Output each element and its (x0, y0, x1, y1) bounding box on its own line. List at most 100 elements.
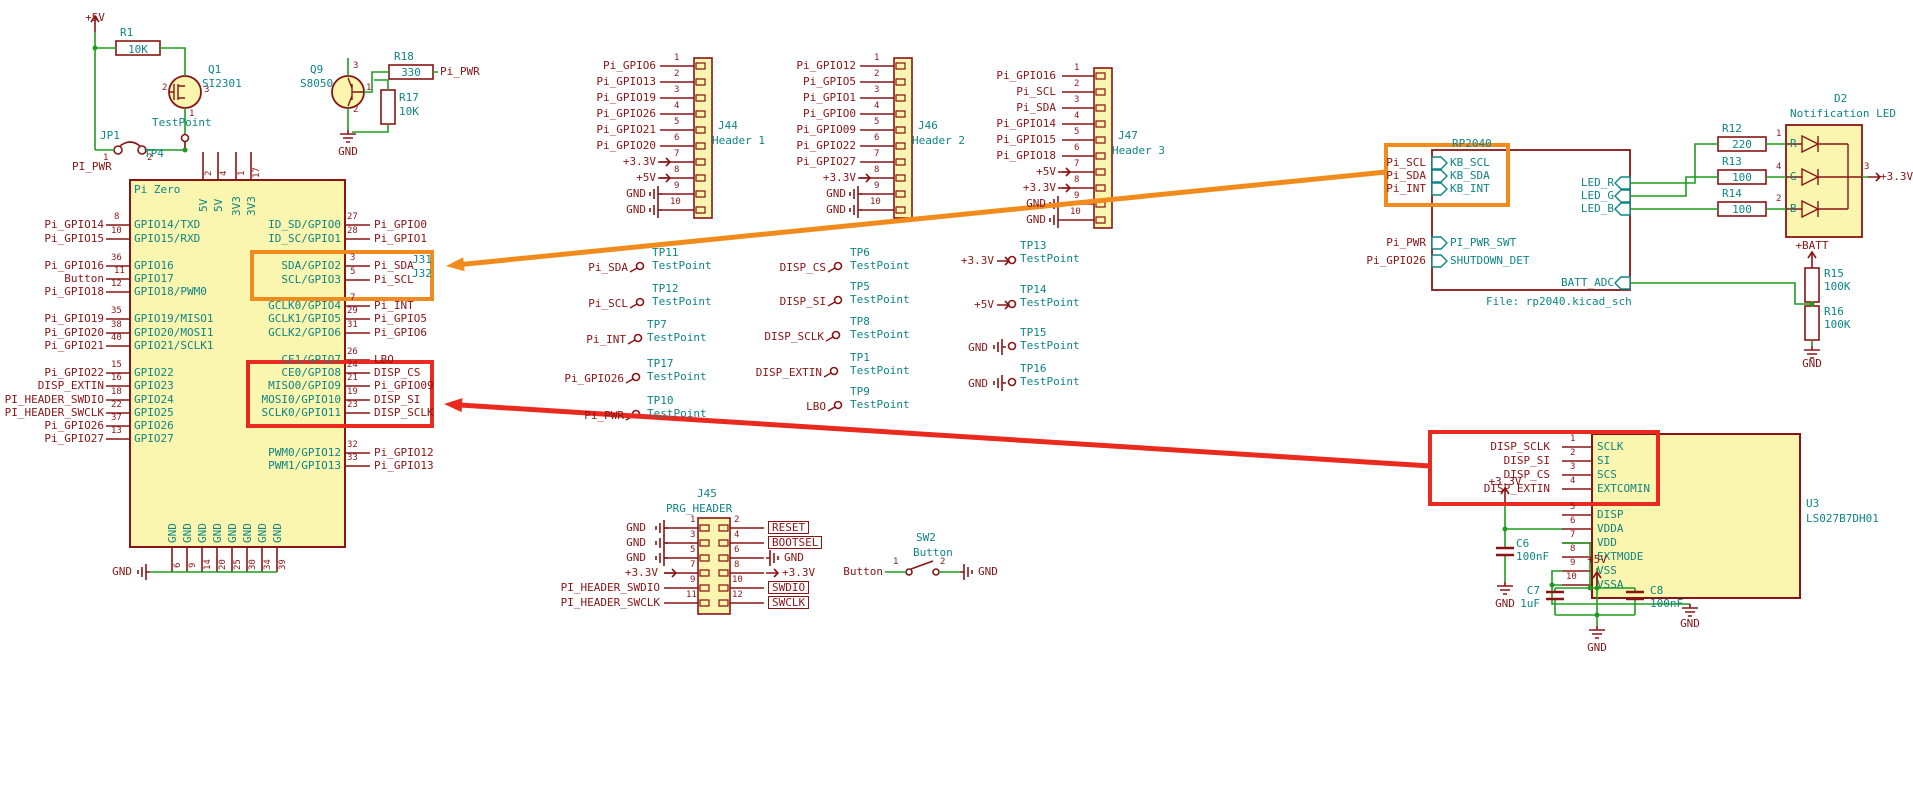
net-label: Pi_GPIO21 (596, 123, 656, 136)
pin-number: 4 (1570, 476, 1576, 486)
net-label: Pi_GPIO19 (596, 91, 656, 104)
net-label: Pi_SDA (374, 259, 414, 272)
pin-number: 7 (1570, 530, 1576, 540)
reference-designator: Header 3 (1112, 144, 1165, 157)
reference-designator: R1 (120, 26, 134, 39)
pin-number: 20 (218, 559, 228, 570)
pin-name: GPIO23 (134, 379, 174, 392)
net-label: Pi_GPIO15 (44, 232, 104, 245)
pin-number: 3 (1570, 462, 1576, 472)
net-label: PI_HEADER_SWCLK (560, 596, 660, 609)
net-label: Pi_GPIO16 (996, 69, 1056, 82)
pin-number: 9 (874, 181, 880, 191)
pin-name: GPIO18/PWM0 (134, 285, 207, 298)
pin-number: 5 (1074, 127, 1080, 137)
net-label: Pi_GPIO5 (803, 75, 856, 88)
pin-number: 2 (162, 83, 168, 93)
pin-name: 3V3 (245, 196, 258, 216)
u3-display-body (1591, 433, 1801, 599)
net-label: Pi_GPIO27 (44, 432, 104, 445)
pin-number: 3 (1864, 162, 1870, 172)
pin-number: 7 (874, 149, 880, 159)
net-label: PI_HEADER_SWDIO (560, 581, 660, 594)
net-label: Pi_GPIO09 (796, 123, 856, 136)
pin-number: 6 (874, 133, 880, 143)
reference-designator: J45 (697, 487, 717, 500)
power-label: +5V (636, 171, 656, 184)
pin-name: PWM0/GPIO12 (268, 446, 341, 459)
net-label: Pi_SCL (1016, 85, 1056, 98)
pin-number: 3 (674, 85, 680, 95)
pin-name: B (1790, 202, 1797, 215)
net-label: Pi_GPIO1 (374, 232, 427, 245)
pin-name: VSSA (1597, 578, 1624, 591)
pin-number: 40 (111, 333, 122, 343)
reference-designator: TP17 (647, 357, 674, 370)
pin-number: 7 (1074, 159, 1080, 169)
net-label: Pi_GPIO18 (44, 285, 104, 298)
reference-designator: TestPoint (152, 116, 212, 129)
pin-number: 8 (674, 165, 680, 175)
pin-name: GCLK2/GPIO6 (268, 326, 341, 339)
power-label: +3.3V (822, 171, 856, 184)
pin-number: 7 (690, 560, 696, 570)
pin-number: 8 (734, 560, 740, 570)
reference-designator: JP1 (100, 129, 120, 142)
pin-number: 15 (111, 360, 122, 370)
pin-number: 10 (1566, 572, 1577, 582)
pin-name: ID_SC/GPIO1 (268, 232, 341, 245)
pin-number: 4 (1776, 162, 1782, 172)
reference-designator: R18 (394, 50, 414, 63)
reference-designator: J47 (1118, 129, 1138, 142)
reference-designator: U3 (1806, 497, 1820, 510)
reference-designator: Pi Zero (134, 183, 181, 196)
reference-designator: TestPoint (850, 328, 910, 341)
power-label: GND (1802, 357, 1822, 370)
pin-number: 7 (350, 293, 356, 303)
reference-designator: 100 (1732, 203, 1752, 216)
capacitor-plates (1496, 546, 1644, 601)
power-label: +5V (974, 298, 994, 311)
pin-name: GPIO20/MOSI1 (134, 326, 214, 339)
pin-number: 11 (114, 266, 125, 276)
power-label: GND (1026, 213, 1046, 226)
pin-name: GPIO19/MISO1 (134, 312, 214, 325)
pin-name: 5V (212, 198, 225, 212)
power-label: GND (1587, 641, 1607, 654)
pin-number: 7 (674, 149, 680, 159)
pin-number: 28 (347, 226, 358, 236)
pin-name: VSS (1597, 564, 1617, 577)
pin-name: GND (226, 523, 239, 543)
reference-designator: RP2040 (1452, 137, 1492, 150)
pin-name: GND (196, 523, 209, 543)
pin-name: PI_PWR_SWT (1450, 236, 1517, 249)
pin-number: 6 (173, 562, 183, 568)
pin-number: 17 (252, 167, 262, 178)
pin-name: GPIO26 (134, 419, 174, 432)
net-label: Pi_GPIO1 (803, 91, 856, 104)
power-label: +3.3V (960, 254, 994, 267)
pin-name: VDDA (1597, 522, 1624, 535)
pin-number: 30 (248, 559, 258, 570)
net-label: Pi_SCL (374, 273, 414, 286)
pin-name: GPIO22 (134, 366, 174, 379)
pin-name: GPIO25 (134, 406, 174, 419)
reference-designator: TP8 (850, 315, 870, 328)
power-label: GND (1026, 197, 1046, 210)
pin-number: 26 (347, 347, 358, 357)
net-label: LBO (374, 353, 394, 366)
pin-number: 33 (347, 453, 358, 463)
net-label: Pi_GPIO0 (803, 107, 856, 120)
pin-number: 2 (874, 69, 880, 79)
pin-name: CE1/GPIO7 (281, 353, 341, 366)
net-label: Pi_GPIO26 (44, 419, 104, 432)
reference-designator: PRG_HEADER (666, 502, 733, 515)
pin-name: LED_R (1580, 176, 1614, 189)
reference-designator: TP15 (1020, 326, 1047, 339)
pin-number: 1 (874, 53, 880, 63)
reference-designator: Button (913, 546, 953, 559)
highlight-orange-rp2040-kb-pins (1384, 143, 1510, 207)
reference-designator: TP5 (850, 280, 870, 293)
pin-number: 16 (111, 373, 122, 383)
sheet-pin-chevrons (1431, 156, 1631, 290)
